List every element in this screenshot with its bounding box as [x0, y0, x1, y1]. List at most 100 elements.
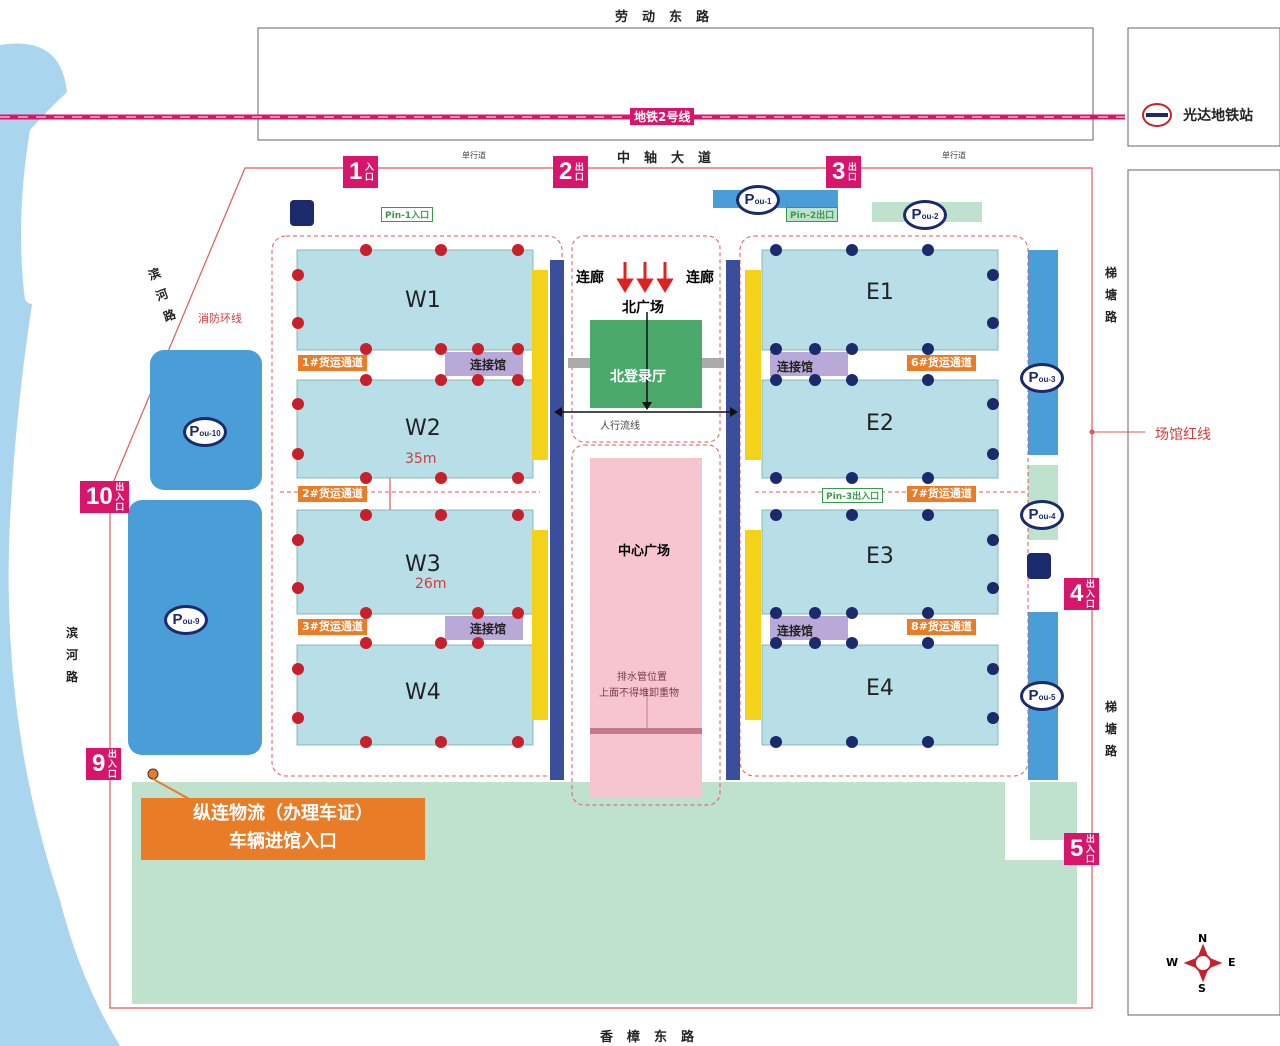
hall-w1[interactable]: W1 [405, 288, 441, 313]
parking-in-2[interactable]: Pin-2出口 [786, 207, 839, 222]
parking-code: ou-2 [921, 212, 939, 221]
hall-e4[interactable]: E4 [866, 676, 894, 701]
parking-code: ou-10 [199, 429, 221, 438]
cargo-lane-8[interactable]: 8#货运通道 [907, 619, 976, 635]
drain-note: 排水管位置 [617, 672, 667, 683]
gate-label: 出入口 [115, 482, 125, 512]
logistics-line-1: 纵连物流（办理车证） [193, 803, 373, 824]
parking-ou-2[interactable]: Pou-2 [903, 200, 947, 230]
cargo-lane-7[interactable]: 7#货运通道 [907, 486, 976, 502]
cargo-lane-1[interactable]: 1#货运通道 [298, 355, 367, 371]
corridor-east: 连廊 [686, 270, 714, 286]
gate-number: 3 [832, 158, 846, 185]
gate-label: 入口 [364, 162, 374, 182]
connector-hall-e34[interactable]: 连接馆 [777, 624, 814, 638]
connector-hall-w12[interactable]: 连接馆 [470, 358, 507, 372]
parking-code: in-3出入口 [832, 492, 880, 502]
road-south: 香樟东路 [600, 1030, 709, 1045]
parking-ou-5[interactable]: Pou-5 [1020, 681, 1064, 711]
compass-n: N [1198, 932, 1208, 945]
gate-label: 出入口 [107, 749, 117, 779]
dimension-35m: 35m [405, 451, 437, 467]
fire-ring-label: 消防环线 [198, 312, 242, 325]
gate-number: 2 [559, 158, 573, 185]
hall-markers [292, 244, 999, 748]
logistics-entrance[interactable]: 纵连物流（办理车证） 车辆进馆入口 [141, 798, 425, 860]
center-plaza-label: 中心广场 [618, 544, 671, 559]
cargo-lane-6[interactable]: 6#货运通道 [907, 355, 976, 371]
dimension-26m: 26m [415, 576, 447, 592]
road-east-1: 梯塘路 [1104, 266, 1117, 324]
parking-in-3[interactable]: Pin-3出入口 [822, 488, 884, 503]
parking-ou-9[interactable]: Pou-9 [164, 605, 208, 635]
compass-rose [1183, 943, 1223, 983]
west-axis-bar [550, 260, 564, 780]
metro-line-label: 地铁2号线 [630, 108, 695, 125]
parking-code: in-1入口 [391, 211, 430, 221]
hall-w4[interactable]: W4 [405, 680, 441, 705]
parking-code: ou-9 [182, 617, 200, 626]
gate-number: 5 [1070, 835, 1084, 862]
corridor-west: 连廊 [576, 270, 604, 286]
hall-e3[interactable]: E3 [866, 544, 894, 569]
road-west-2: 滨河路 [65, 626, 78, 684]
trash-icon [1027, 553, 1051, 579]
hall-w3[interactable]: W3 [405, 552, 441, 577]
red-line-label: 场馆红线 [1155, 427, 1211, 443]
pedestrian-flow: 人行流线 [600, 421, 640, 432]
drain-note-2: 上面不得堆卸重物 [599, 688, 679, 699]
center-plaza [590, 458, 702, 798]
parking-code: ou-1 [754, 197, 772, 206]
halls [296, 249, 999, 746]
parking-code: ou-4 [1038, 512, 1056, 521]
parking-in-1[interactable]: Pin-1入口 [381, 207, 434, 222]
gate-label: 出入口 [1085, 834, 1095, 864]
parking-ou-1[interactable]: Pou-1 [736, 185, 780, 215]
metro-station[interactable]: 光达地铁站 [1142, 103, 1253, 127]
parking-code: ou-3 [1038, 375, 1056, 384]
parking-ou-10[interactable]: Pou-10 [183, 417, 227, 447]
road-east-2: 梯塘路 [1104, 700, 1117, 758]
site-red-line [109, 167, 1093, 1009]
one-way-label: 单行道 [942, 151, 966, 160]
hall-e1[interactable]: E1 [866, 280, 894, 305]
gate-number: 9 [92, 750, 106, 777]
metro-block [1127, 27, 1280, 147]
trash-icon [290, 200, 314, 226]
one-way-label: 单行道 [462, 151, 486, 160]
east-axis-bar [726, 260, 740, 780]
north-plaza: 北广场 [622, 300, 664, 316]
cargo-lane-2[interactable]: 2#货运通道 [298, 486, 367, 502]
hall-e2[interactable]: E2 [866, 411, 894, 436]
parking-ou-3[interactable]: Pou-3 [1020, 363, 1064, 393]
gate-label: 出入口 [1085, 579, 1095, 609]
gate-number: 1 [349, 158, 363, 185]
parking-code: in-2出口 [796, 211, 835, 221]
parking-ou-4[interactable]: Pou-4 [1020, 500, 1064, 530]
connector-hall-e12[interactable]: 连接馆 [777, 360, 814, 374]
parking-code: ou-5 [1038, 693, 1056, 702]
connector-hall-w34[interactable]: 连接馆 [470, 622, 507, 636]
metro-icon [1142, 103, 1172, 127]
road-axis: 中轴大道 [617, 151, 726, 166]
cargo-lane-3[interactable]: 3#货运通道 [298, 619, 367, 635]
gate-label: 出口 [847, 162, 857, 182]
hall-w2[interactable]: W2 [405, 416, 441, 441]
metro-station-label: 光达地铁站 [1183, 108, 1254, 124]
registration-hall [590, 320, 702, 408]
gate-number: 10 [86, 483, 113, 510]
compass-w: W [1166, 956, 1179, 969]
gate-label: 出口 [574, 162, 584, 182]
compass-e: E [1228, 956, 1236, 969]
logistics-line-2: 车辆进馆入口 [229, 831, 337, 852]
registration-hall-label[interactable]: 北登录厅 [610, 369, 666, 385]
gate-number: 4 [1070, 580, 1084, 607]
